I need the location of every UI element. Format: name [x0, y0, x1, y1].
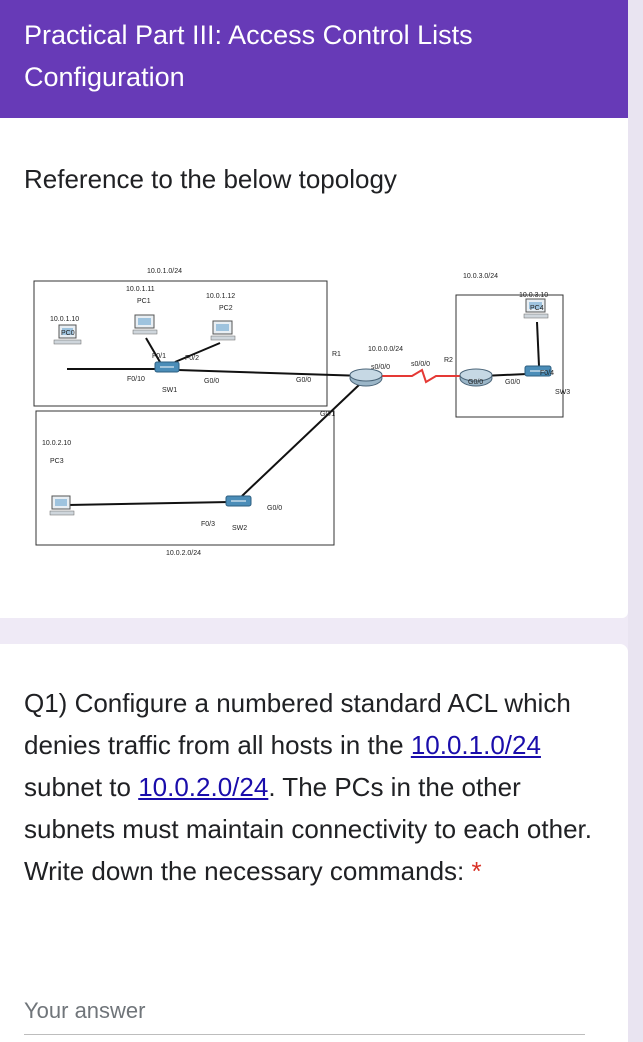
label-pc1-name: PC1 — [137, 298, 151, 305]
link-sw1-r1 — [177, 369, 366, 377]
label-sw2-g00: G0/0 — [267, 505, 282, 512]
label-pc4-ip: 10.0.3.10 — [519, 292, 548, 299]
subnet-box-10-0-3 — [455, 294, 564, 418]
sw3-switch-icon — [524, 365, 552, 377]
r2-router-icon — [459, 368, 493, 387]
link-pc4-sw3 — [536, 321, 540, 367]
label-sw2-f03: F0/3 — [201, 521, 215, 528]
question-card: Q1) Configure a numbered standard ACL wh… — [0, 644, 628, 1042]
label-sw1-f02: F0/2 — [185, 355, 199, 362]
label-r1-g01: G0/1 — [320, 411, 335, 418]
label-r2-g00: G0/0 — [468, 379, 483, 386]
label-sw3: SW3 — [555, 389, 570, 396]
link-r1-sw2 — [241, 383, 361, 497]
link-pc3-sw2 — [67, 501, 231, 506]
label-sw1-f010: F0/10 — [127, 376, 145, 383]
pc0-icon — [53, 324, 82, 345]
link-pc1-sw1 — [145, 337, 161, 363]
label-r2: R2 — [444, 357, 453, 364]
label-sw1-f01: F0/1 — [152, 353, 166, 360]
sw1-switch-icon — [154, 361, 180, 373]
answer-input[interactable] — [24, 988, 585, 1035]
sw2-switch-icon — [225, 495, 252, 507]
link-pc2-sw1 — [174, 342, 221, 363]
subnet-link-10-0-2[interactable]: 10.0.2.0/24 — [138, 772, 269, 802]
label-pc2-ip: 10.0.1.12 — [206, 293, 235, 300]
label-pc0-ip: 10.0.1.10 — [50, 316, 79, 323]
form-title: Practical Part III: Access Control Lists… — [24, 20, 473, 92]
subnet-box-10-0-2 — [35, 410, 335, 546]
section-description: Reference to the below topology — [24, 164, 397, 194]
required-asterisk: * — [471, 856, 482, 886]
subnet-box-10-0-1 — [33, 280, 328, 407]
label-pc0-name: PC0 — [61, 330, 75, 337]
pc4-icon — [523, 298, 549, 319]
network-topology-diagram: 10.0.1.0/24 10.0.1.11 PC1 10.0.1.12 PC2 … — [33, 268, 570, 557]
label-pc3-name: PC3 — [50, 458, 64, 465]
label-net-10-0-0: 10.0.0.0/24 — [368, 346, 403, 353]
label-sw1-g00: G0/0 — [204, 378, 219, 385]
form-header: Practical Part III: Access Control Lists… — [0, 0, 628, 118]
r1-router-icon — [349, 368, 383, 387]
page-scroll-edge — [628, 0, 643, 1042]
question-prefix: Q1) Configure a numbered standard ACL wh… — [24, 688, 571, 760]
question-text: Q1) Configure a numbered standard ACL wh… — [24, 682, 604, 892]
label-r1: R1 — [332, 351, 341, 358]
label-pc3-ip: 10.0.2.10 — [42, 440, 71, 447]
label-r1-s000: s0/0/0 — [371, 364, 390, 371]
pc2-icon — [210, 320, 236, 341]
question-suffix: . The PCs in the other subnets must main… — [24, 772, 592, 886]
link-r1-r2-serial — [380, 368, 474, 384]
label-sw1: SW1 — [162, 387, 177, 394]
pc1-icon — [132, 314, 158, 335]
topology-card: Reference to the below topology — [0, 118, 628, 618]
subnet-link-10-0-1[interactable]: 10.0.1.0/24 — [410, 730, 541, 760]
label-sw3-f04: F0/4 — [540, 370, 554, 377]
label-r1-g00: G0/0 — [296, 377, 311, 384]
label-pc4-name: PC4 — [530, 305, 544, 312]
pc3-icon — [49, 495, 75, 516]
label-net-10-0-1: 10.0.1.0/24 — [147, 268, 182, 275]
label-pc2-name: PC2 — [219, 305, 233, 312]
question-middle: subnet to — [24, 772, 139, 802]
label-sw3-g00: G0/0 — [505, 379, 520, 386]
label-sw2: SW2 — [232, 525, 247, 532]
label-net-10-0-3: 10.0.3.0/24 — [463, 273, 498, 280]
label-r2-s000: s0/0/0 — [411, 361, 430, 368]
label-net-10-0-2: 10.0.2.0/24 — [166, 550, 201, 557]
label-pc1-ip: 10.0.1.11 — [126, 286, 155, 293]
